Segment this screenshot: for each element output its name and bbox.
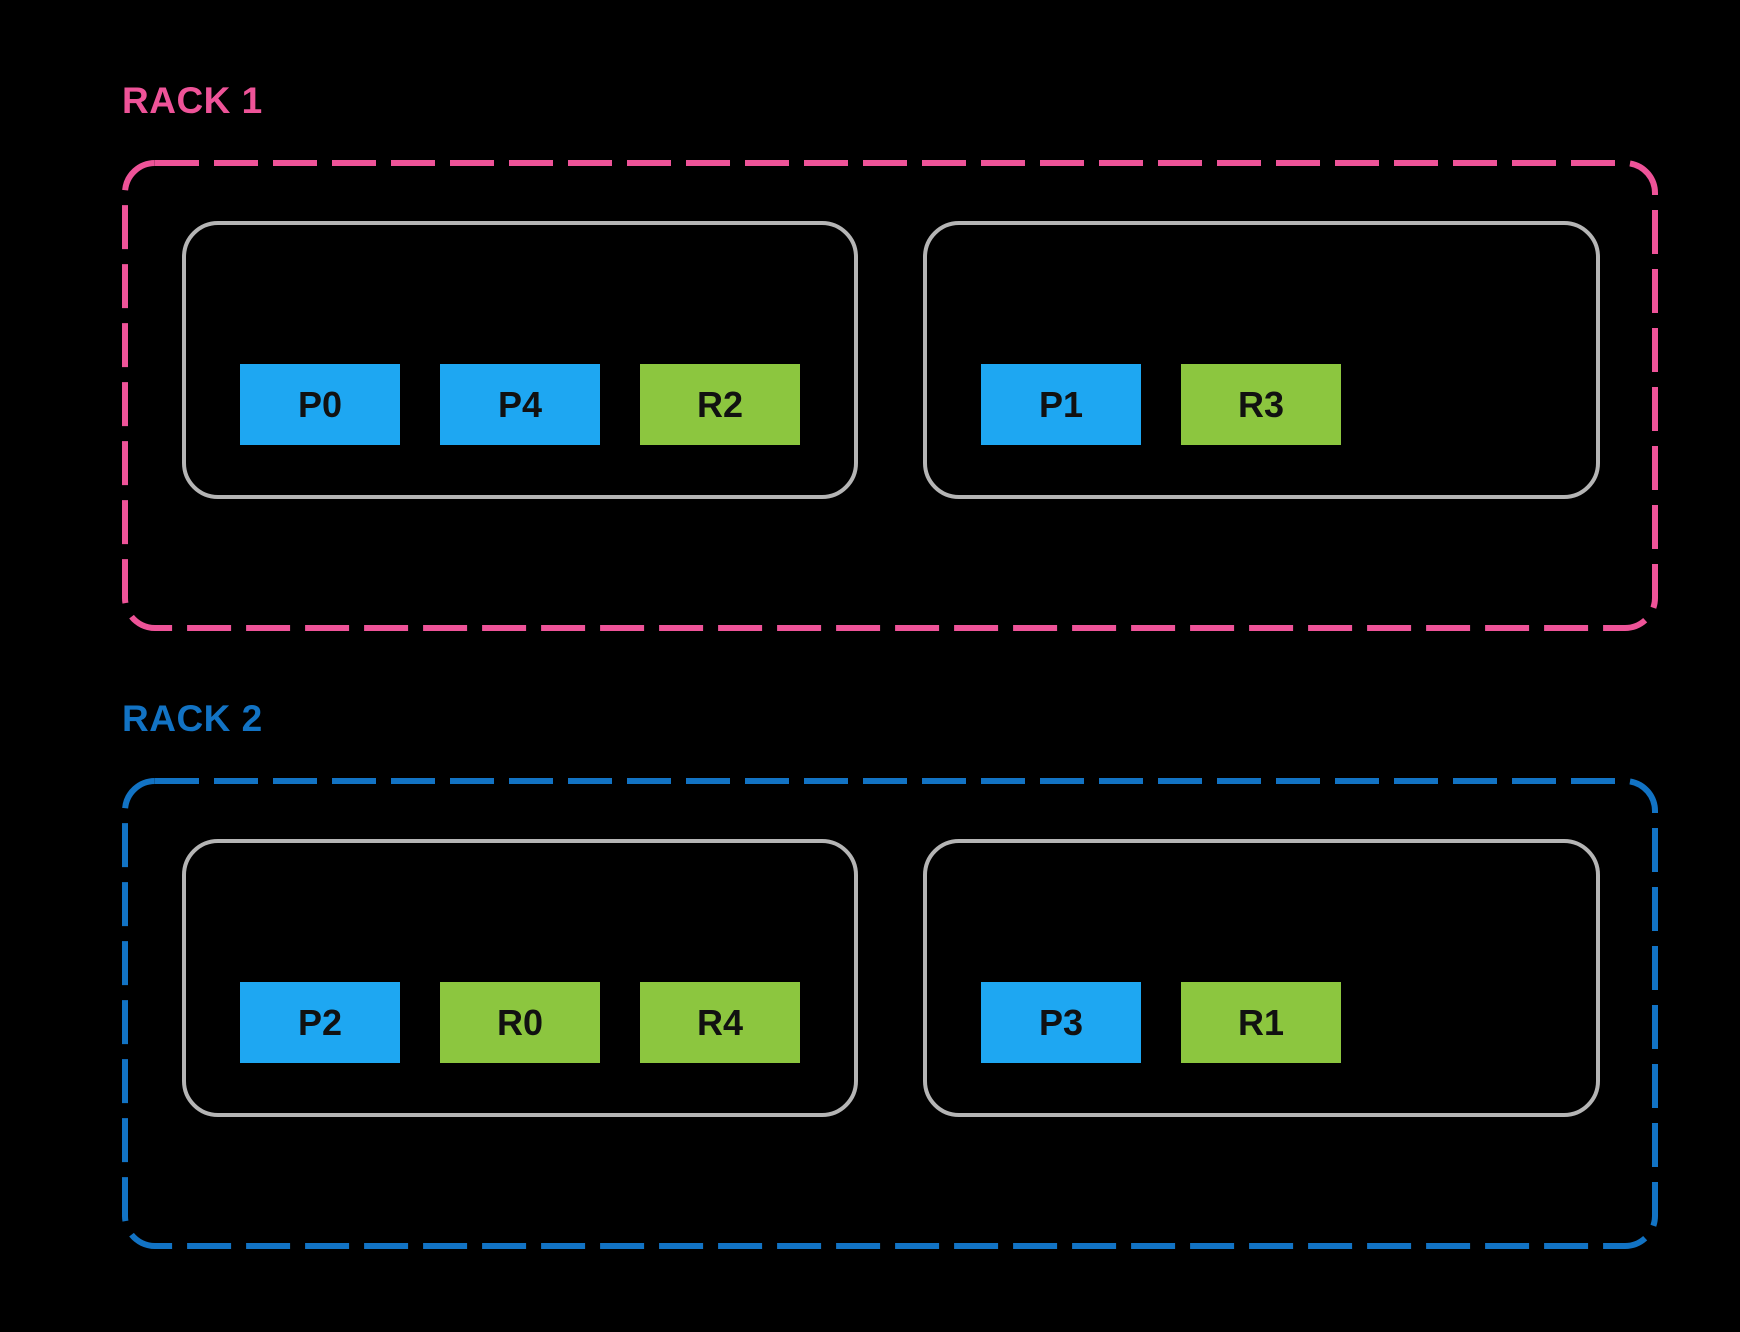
- shard-block-p4: P4: [440, 364, 600, 445]
- shard-block-p0: P0: [240, 364, 400, 445]
- rack-2-host-1: P2 R0 R4: [182, 839, 858, 1117]
- shard-block-r4: R4: [640, 982, 800, 1063]
- rack-2-boundary: P2 R0 R4 P3 R1: [122, 778, 1658, 1249]
- rack-1-host-1-slots: P0 P4 R2: [240, 364, 800, 445]
- shard-block-p3: P3: [981, 982, 1141, 1063]
- rack-2-label: RACK 2: [122, 698, 263, 739]
- rack-1-host-1: P0 P4 R2: [182, 221, 858, 499]
- rack-2-host-2: P3 R1: [923, 839, 1600, 1117]
- rack-2-host-2-slots: P3 R1: [981, 982, 1341, 1063]
- rack-1-host-2-slots: P1 R3: [981, 364, 1341, 445]
- shard-block-p2: P2: [240, 982, 400, 1063]
- shard-block-r2: R2: [640, 364, 800, 445]
- rack-1-boundary: P0 P4 R2 P1 R3: [122, 160, 1658, 631]
- shard-block-r1: R1: [1181, 982, 1341, 1063]
- rack-1-host-2: P1 R3: [923, 221, 1600, 499]
- rack-1-label: RACK 1: [122, 80, 263, 121]
- shard-block-p1: P1: [981, 364, 1141, 445]
- shard-block-r0: R0: [440, 982, 600, 1063]
- rack-1-dashed-border: [122, 160, 1658, 631]
- rack-2-host-1-slots: P2 R0 R4: [240, 982, 800, 1063]
- rack-2-dashed-border: [122, 778, 1658, 1249]
- shard-block-r3: R3: [1181, 364, 1341, 445]
